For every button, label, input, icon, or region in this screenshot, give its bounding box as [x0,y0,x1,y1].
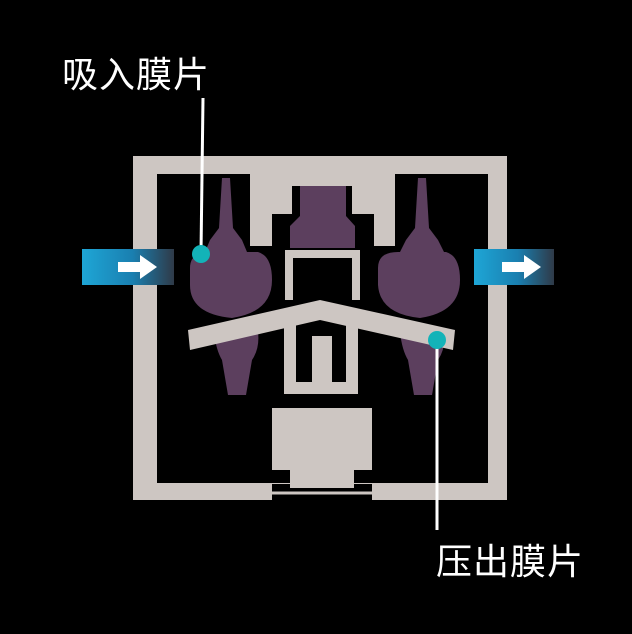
upper-valve-block [250,174,395,246]
suction-marker [192,245,210,263]
discharge-valve-stem [400,178,444,252]
discharge-marker [428,331,446,349]
discharge-chamber-membrane [378,252,460,318]
suction-valve-stem [205,178,247,252]
lower-left-membrane [214,332,259,395]
suction-leader-line [199,97,205,254]
piston-rod [284,318,358,394]
outlet-arrow-icon [502,255,541,279]
central-piston [290,186,355,248]
suction-chamber-membrane [190,252,272,318]
bottom-block [272,408,372,488]
diaphragm-plate [188,300,455,350]
discharge-membrane-label: 压出膜片 [436,542,585,583]
center-channel [285,250,360,300]
suction-membrane-label: 吸入膜片 [62,55,211,96]
inlet-arrow-icon [118,255,157,279]
